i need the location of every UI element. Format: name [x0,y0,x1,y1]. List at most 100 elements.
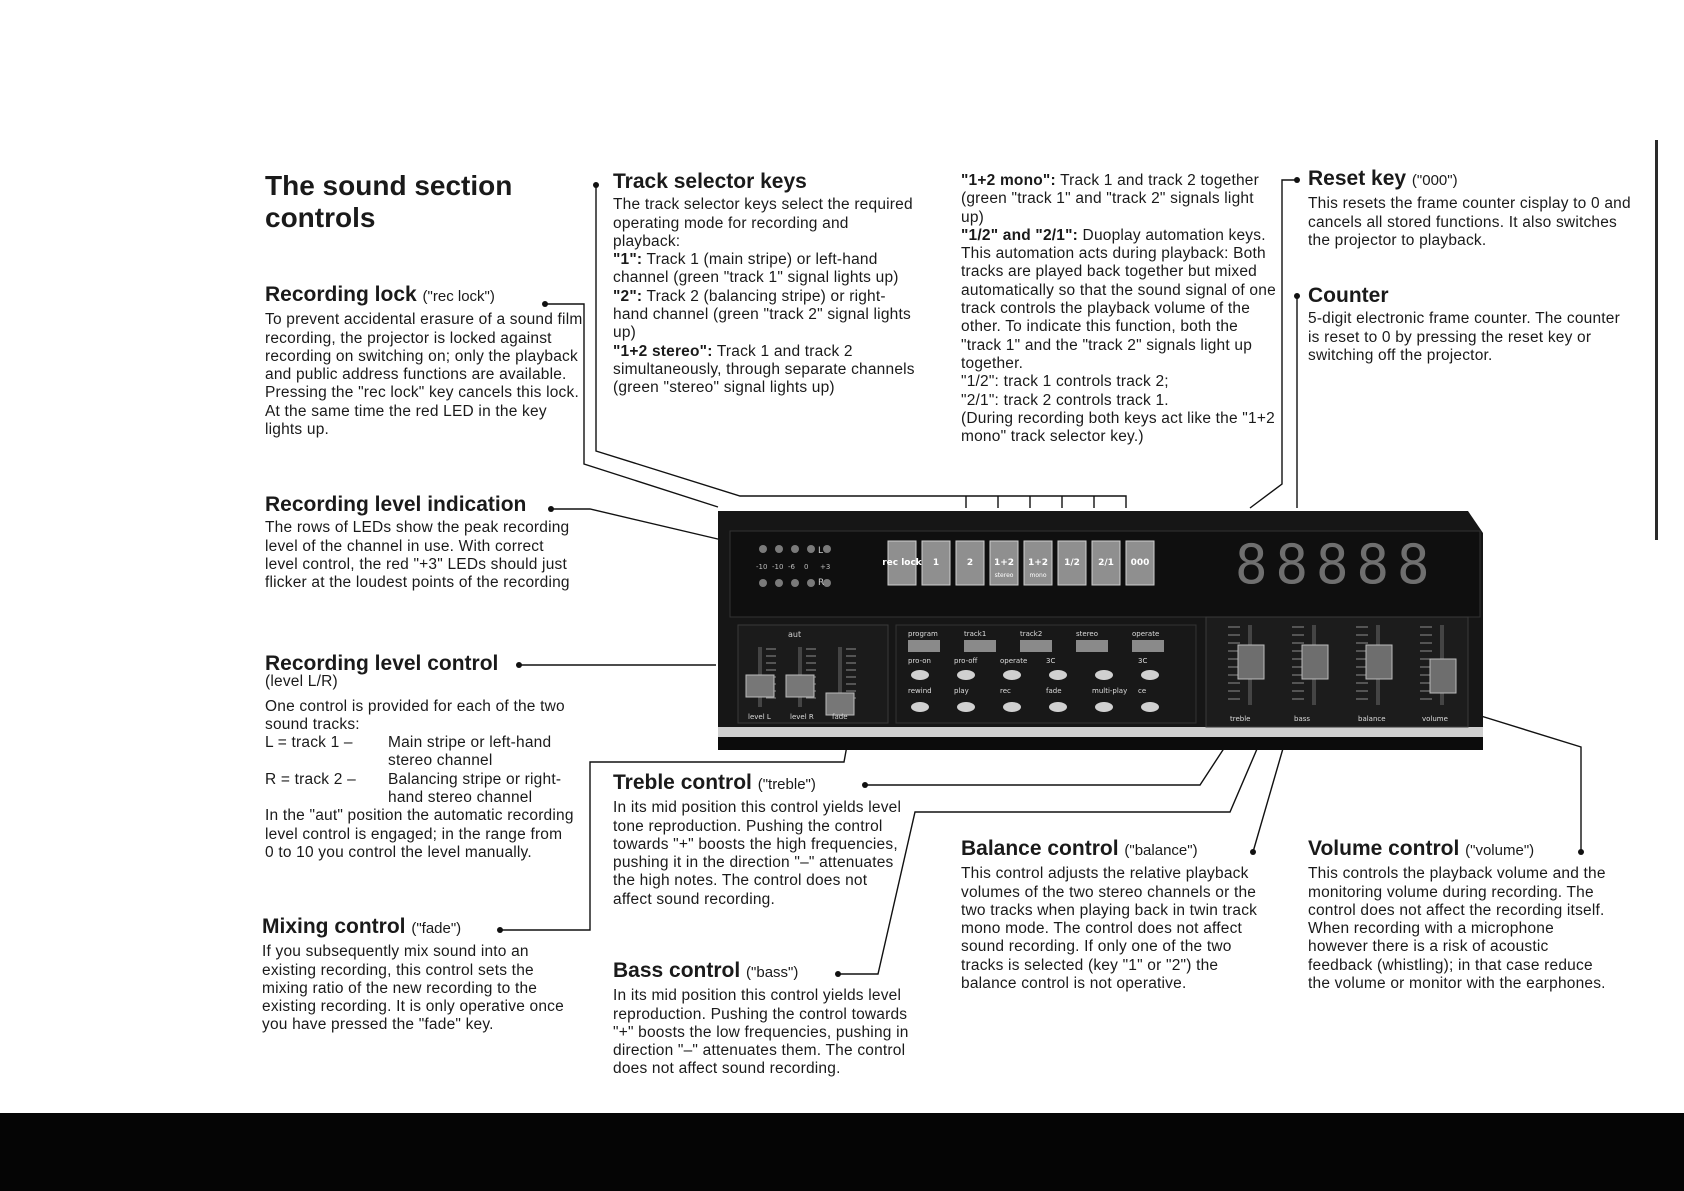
slider-label: level L [748,713,771,721]
led [823,545,831,553]
led [775,579,783,587]
slider-knob [785,674,815,698]
selector-key-label: rec lock [882,558,923,568]
page-edge [1655,140,1658,540]
duoplay-1-2: "1/2": track 1 controls track 2; [961,373,1169,391]
function-button [1141,670,1159,680]
section-level-indication: Recording level indication The rows of L… [265,493,575,592]
slider-track [838,647,842,707]
slider-knob [1301,644,1329,680]
function-label: operate [1000,657,1027,665]
function-button [1049,670,1067,680]
selector-key [989,540,1019,586]
left-sliders [745,647,856,716]
heading-recording-lock: Recording lock ("rec lock") [265,283,495,306]
signal-label: program [908,630,938,638]
slider-label: treble [1230,715,1250,723]
section-balance: Balance control ("balance") This control… [961,837,1276,993]
signal-label: track2 [1020,630,1042,638]
function-label: 3C [1046,657,1055,665]
led-scale-label: -6 [788,563,796,571]
duoplay-keys: "1/2" and "2/1": Duoplay automation keys… [961,226,1276,372]
counter-text: 5-digit electronic frame counter. The co… [1308,310,1620,364]
heading-balance: Balance control ("balance") [961,837,1198,860]
selector-key-label: 1 [933,558,939,568]
level-control-outro: In the "aut" position the automatic reco… [265,807,574,861]
volume-text: This controls the playback volume and th… [1308,865,1606,993]
heading-counter: Counter [1308,284,1389,307]
selector-key [1057,540,1087,586]
slider-knob [745,674,775,698]
left-slider-block [737,624,889,724]
right-sliders [1228,625,1457,705]
function-button [911,670,929,680]
section-counter: Counter 5-digit electronic frame counter… [1308,284,1633,365]
slider-label: level R [790,713,814,721]
section-reset: Reset key ("000") This resets the frame … [1308,168,1633,250]
track-selector-3: "1+2 stereo": Track 1 and track 2 simult… [613,342,915,397]
track-selector-2: "2": Track 2 (balancing stripe) or right… [613,287,911,342]
led-scale-label: 0 [804,563,808,571]
slider-knob [825,692,855,716]
heading-level-control: Recording level control [265,652,499,675]
aut-label: aut [788,630,801,639]
function-label: rewind [908,687,932,695]
selector-key [921,540,951,586]
led [759,545,767,553]
function-label: fade [1046,687,1062,695]
heading-track-selector: Track selector keys [613,170,807,193]
led [791,579,799,587]
function-label: pro-off [954,657,978,665]
heading-level-indication: Recording level indication [265,493,527,516]
selector-key [1091,540,1121,586]
signal-lamp [908,640,940,652]
function-button [1003,670,1021,680]
function-button [957,670,975,680]
section-bass: Bass control ("bass") In its mid positio… [613,959,923,1079]
track-selector-1: "1": Track 1 (main stripe) or left-hand … [613,251,899,287]
function-button [1095,702,1113,712]
section-mixing: Mixing control ("fade") If you subsequen… [262,915,577,1035]
function-label: pro-on [908,657,931,665]
selector-key [1023,540,1053,586]
function-label: rec [1000,687,1011,695]
track-selector-intro: The track selector keys select the requi… [613,196,913,250]
led-scale-label: -10 [756,563,767,571]
slider-label: balance [1358,715,1386,723]
function-button [1141,702,1159,712]
reset-text: This resets the frame counter cisplay to… [1308,195,1631,249]
function-button [1049,702,1067,712]
led [775,545,783,553]
mono-key: "1+2 mono": Track 1 and track 2 together… [961,172,1259,226]
slider-knob [1365,644,1393,680]
selector-key [955,540,985,586]
heading-mixing: Mixing control ("fade") [262,915,462,938]
selector-key [887,540,917,586]
led-l-label: L [818,546,823,556]
level-control-intro: One control is provided for each of the … [265,697,565,733]
led [759,579,767,587]
balance-text: This control adjusts the relative playba… [961,865,1258,993]
function-label: 3C [1138,657,1147,665]
signal-label: track1 [964,630,986,638]
bottom-band [0,1113,1684,1191]
selector-key-label: 1+2 [994,558,1014,568]
function-button [911,702,929,712]
page-title: The sound section controls [265,170,513,233]
led-r-label: R [818,578,824,588]
led-scale-label: +3 [820,563,830,571]
selector-key-sublabel: mono [1030,572,1047,579]
panel-trim [718,727,1483,737]
track-l-row: L = track 1 –Main stripe or left-hand st… [265,734,552,770]
function-button [1003,702,1021,712]
signal-lamp [1076,640,1108,652]
heading-bass: Bass control ("bass") [613,959,799,982]
slider-knob [1237,644,1265,680]
track-r-row: R = track 2 –Balancing stripe or right-h… [265,770,562,807]
function-label: play [954,687,969,695]
